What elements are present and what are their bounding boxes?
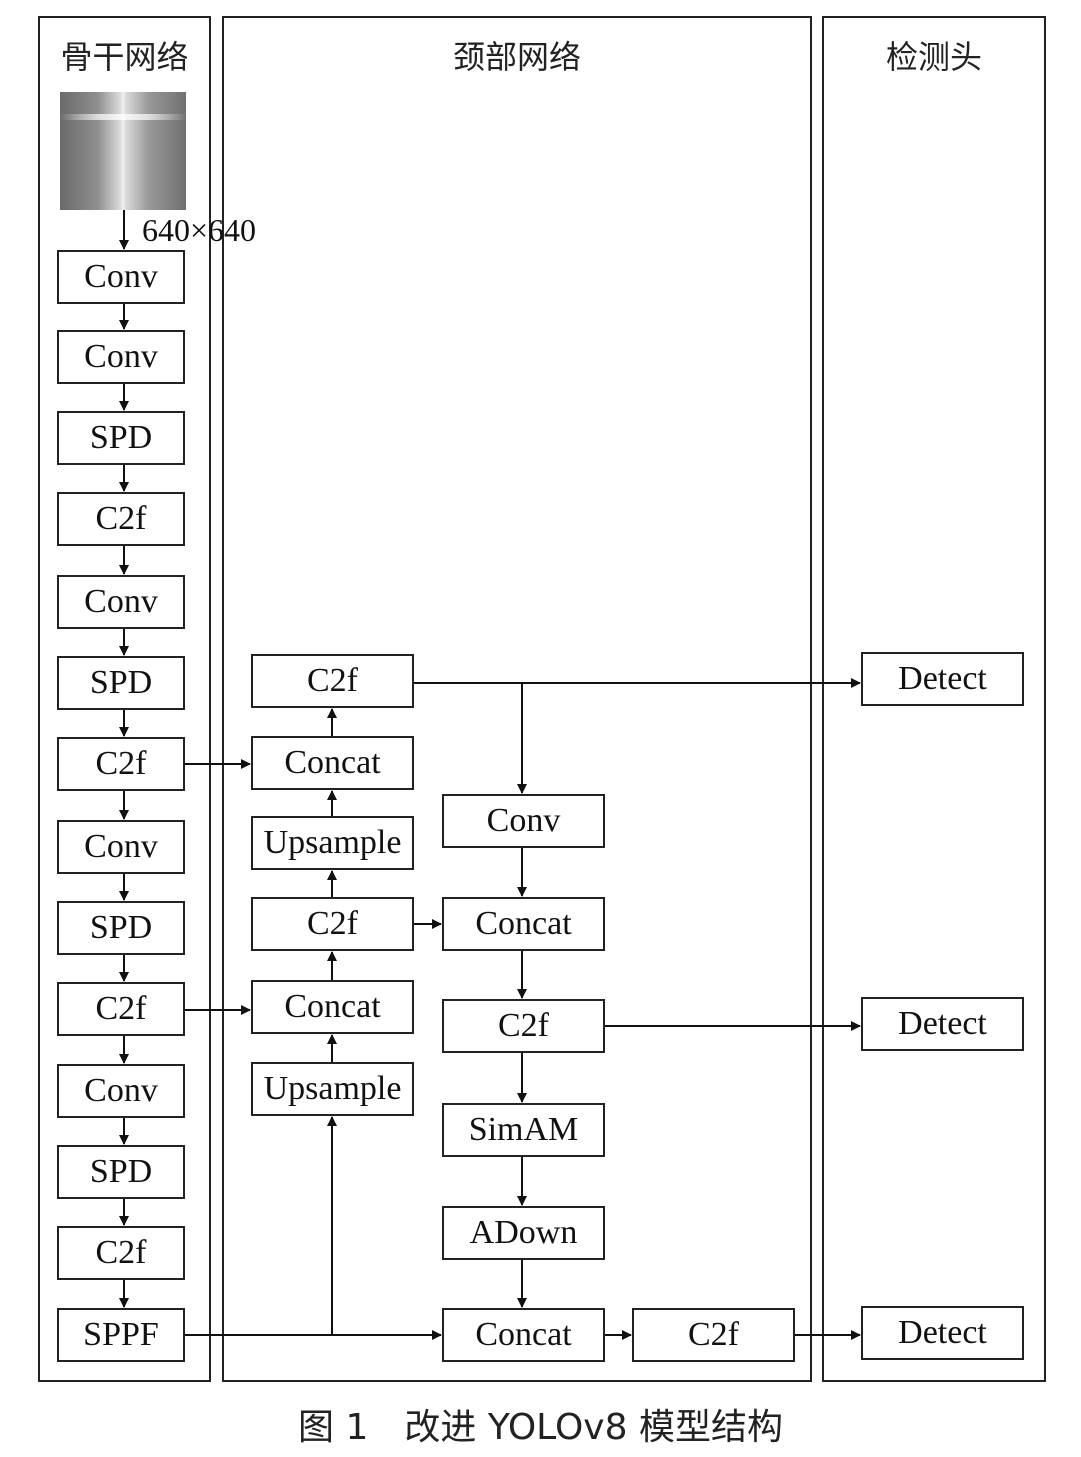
neck-panel: 颈部网络 bbox=[222, 16, 812, 1382]
head-title: 检测头 bbox=[885, 38, 982, 76]
neck-left-block-1: C2f bbox=[251, 654, 414, 708]
neck-left-block-4: C2f bbox=[251, 897, 414, 951]
neck-title: 颈部网络 bbox=[452, 38, 581, 76]
backbone-block-12: SPD bbox=[57, 1145, 185, 1199]
detect-block-2: Detect bbox=[861, 997, 1024, 1051]
backbone-block-13: C2f bbox=[57, 1226, 185, 1280]
neck-right-block-3: C2f bbox=[442, 999, 605, 1053]
input-weld-image bbox=[60, 92, 186, 210]
figure-caption: 图 1 改进 YOLOv8 模型结构 bbox=[298, 1407, 783, 1448]
neck-right-block-6: Concat bbox=[442, 1308, 605, 1362]
neck-left-block-6: Upsample bbox=[251, 1062, 414, 1116]
backbone-block-9: SPD bbox=[57, 901, 185, 955]
head-panel: 检测头 bbox=[822, 16, 1046, 1382]
backbone-block-10: C2f bbox=[57, 982, 185, 1036]
backbone-block-4: C2f bbox=[57, 492, 185, 546]
backbone-block-3: SPD bbox=[57, 411, 185, 465]
backbone-block-11: Conv bbox=[57, 1064, 185, 1118]
neck-right-block-5: ADown bbox=[442, 1206, 605, 1260]
backbone-block-14: SPPF bbox=[57, 1308, 185, 1362]
neck-right-block-2: Concat bbox=[442, 897, 605, 951]
neck-right-block-4: SimAM bbox=[442, 1103, 605, 1157]
backbone-block-1: Conv bbox=[57, 250, 185, 304]
backbone-block-7: C2f bbox=[57, 737, 185, 791]
neck-left-block-5: Concat bbox=[251, 980, 414, 1034]
backbone-block-2: Conv bbox=[57, 330, 185, 384]
neck-bottom-c2f: C2f bbox=[632, 1308, 795, 1362]
neck-right-block-1: Conv bbox=[442, 794, 605, 848]
input-size-label: 640×640 bbox=[142, 212, 257, 248]
backbone-block-8: Conv bbox=[57, 820, 185, 874]
backbone-block-6: SPD bbox=[57, 656, 185, 710]
detect-block-3: Detect bbox=[861, 1306, 1024, 1360]
neck-left-block-2: Concat bbox=[251, 736, 414, 790]
detect-block-1: Detect bbox=[861, 652, 1024, 706]
neck-left-block-3: Upsample bbox=[251, 816, 414, 870]
backbone-panel: 骨干网络 bbox=[38, 16, 211, 1382]
backbone-block-5: Conv bbox=[57, 575, 185, 629]
backbone-title: 骨干网络 bbox=[60, 38, 189, 76]
